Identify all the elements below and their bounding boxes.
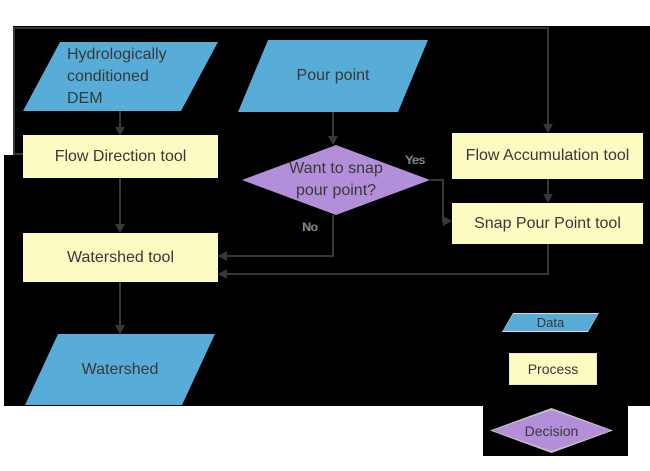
edge-label-no: No xyxy=(302,220,318,234)
arrowhead-into-flowaccumulation xyxy=(543,124,553,133)
node-flow-direction-tool: Flow Direction tool xyxy=(23,135,218,178)
edge-flowdirection-flowaccumulation-top-segment xyxy=(13,27,549,29)
edge-flowdirection-watershedtool-line xyxy=(119,178,121,225)
node-watershed-tool: Watershed tool xyxy=(23,233,218,282)
edge-flowdirection-flowaccumulation-drop-segment xyxy=(547,27,549,125)
legend-process-label: Process xyxy=(527,361,579,377)
arrowhead-into-watershedtool-top xyxy=(115,224,125,233)
edge-dem-flowdirection-line xyxy=(119,111,121,129)
node-decision-line2: pour point? xyxy=(295,182,377,199)
node-watershed-tool-label: Watershed tool xyxy=(66,248,174,266)
node-dem-line3: DEM xyxy=(67,89,103,107)
node-pour-point: Pour point xyxy=(238,40,428,112)
node-pour-point-label: Pour point xyxy=(296,67,370,84)
edge-snappourpoint-watershedtool-segment-2 xyxy=(227,273,549,275)
legend-process-shape: Process xyxy=(509,353,597,385)
node-dem: Hydrologically conditioned DEM xyxy=(23,42,218,111)
edge-decision-yes-segment-2 xyxy=(442,179,444,222)
arrowhead-into-watershed xyxy=(115,325,125,334)
arrowhead-into-snappourpoint-left xyxy=(443,216,452,226)
legend-data-label: Data xyxy=(536,315,565,330)
edge-snappourpoint-watershedtool-segment-1 xyxy=(547,244,549,275)
node-decision-line1: Want to snap xyxy=(289,160,383,177)
legend-data-fill xyxy=(503,314,598,331)
legend-decision-label: Decision xyxy=(524,422,579,439)
node-snap-pour-point-tool: Snap Pour Point tool xyxy=(452,203,643,244)
node-watershed: Watershed xyxy=(25,334,215,405)
node-snap-pour-point-label: Snap Pour Point tool xyxy=(474,214,621,232)
node-flow-direction-label: Flow Direction tool xyxy=(54,147,187,165)
arrowhead-into-snappourpoint-top xyxy=(543,194,553,203)
node-flow-accumulation-tool: Flow Accumulation tool xyxy=(452,133,643,179)
node-dem-line1: Hydrologically xyxy=(67,45,167,63)
edge-watershedtool-watershed-line xyxy=(119,282,121,327)
legend-data-shape: Data xyxy=(502,313,599,332)
edge-label-yes: Yes xyxy=(405,153,425,167)
arrowhead-into-watershedtool-right-upper xyxy=(218,251,227,261)
edge-flowaccumulation-snappourpoint-line xyxy=(547,179,549,195)
arrowhead-into-flowdirection xyxy=(115,127,125,136)
edge-decision-no-segment-2 xyxy=(227,255,334,257)
edge-flowdirection-flowaccumulation-stub xyxy=(14,153,24,155)
node-dem-line2: conditioned xyxy=(67,67,149,85)
node-watershed-label: Watershed xyxy=(81,360,159,378)
arrowhead-into-decision xyxy=(328,136,338,145)
edge-flowdirection-flowaccumulation-left-segment xyxy=(13,27,15,155)
edge-decision-no-segment-1 xyxy=(332,215,334,257)
arrowhead-into-watershedtool-right-lower xyxy=(218,269,227,279)
edge-pourpoint-decision-line xyxy=(332,112,334,137)
node-flow-accumulation-label: Flow Accumulation tool xyxy=(465,147,630,164)
edge-decision-yes-segment-1 xyxy=(430,179,444,181)
